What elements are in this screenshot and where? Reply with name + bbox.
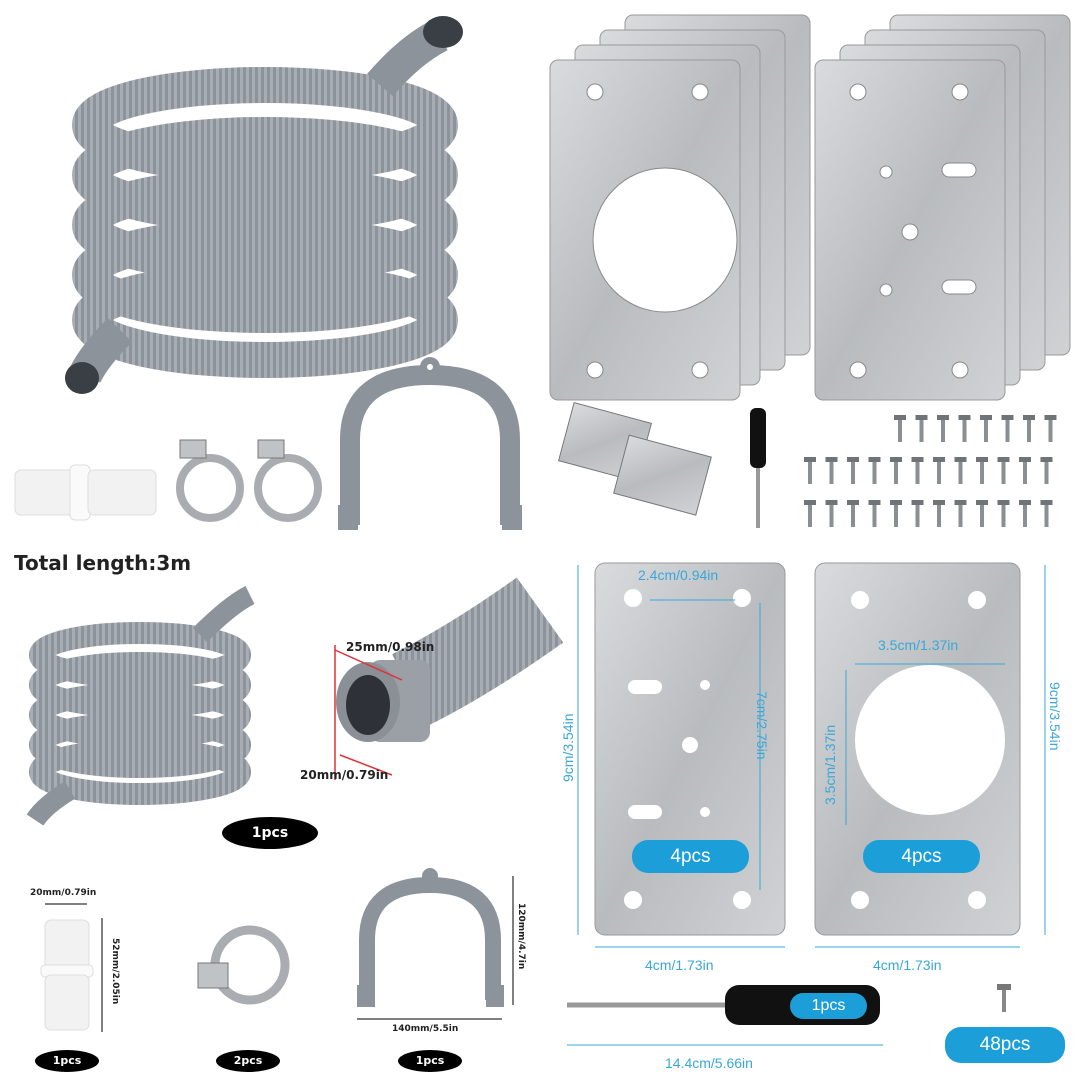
plate-slots-width: 4cm/1.73in	[645, 957, 714, 973]
plate-round-height: 9cm/3.54in	[1047, 682, 1063, 751]
screw-icon	[911, 500, 924, 527]
plate-round-hole-height: 3.5cm/1.37in	[822, 724, 838, 805]
white-connector	[14, 464, 157, 521]
hinge	[557, 402, 712, 516]
coiled-hose-large	[65, 16, 463, 394]
screw-icon	[804, 500, 816, 527]
plates-stack-round	[549, 14, 811, 401]
screw-icon	[825, 500, 838, 527]
plate-slots-quantity-badge: 4pcs	[632, 840, 749, 873]
screw-icon	[911, 457, 924, 484]
screw-single	[997, 984, 1011, 1012]
screw-icon	[1001, 415, 1014, 442]
coiled-hose-small	[26, 586, 255, 826]
screw-icon	[933, 500, 945, 527]
connector-diameter: 20mm/0.79in	[30, 888, 97, 898]
hanger-detail	[357, 868, 514, 1020]
screw-icon	[868, 500, 881, 527]
screw-icon	[980, 415, 992, 442]
screw-icon	[958, 415, 971, 442]
screw-icon	[954, 457, 967, 484]
plate-slots-hole-spacing: 2.4cm/0.94in	[638, 567, 719, 583]
screw-icon	[997, 457, 1010, 484]
connector-quantity-badge: 1pcs	[35, 1050, 99, 1072]
screws-quantity-badge: 48pcs	[945, 1027, 1065, 1063]
plate-slots-hole-span: 7cm/2.75in	[754, 691, 770, 760]
hanger-height: 120mm/4.7in	[516, 903, 526, 970]
screw-icon	[976, 457, 988, 484]
screw-icon	[997, 500, 1010, 527]
screw-icon	[915, 415, 928, 442]
screwdriver-length: 14.4cm/5.66in	[665, 1055, 753, 1071]
screw-icon	[1023, 415, 1035, 442]
screw-icon	[804, 457, 816, 484]
small-screwdriver	[750, 408, 766, 528]
hose-end-closeup	[334, 577, 564, 780]
screw-icon	[1044, 415, 1057, 442]
screw-icon	[1019, 500, 1031, 527]
screw-icon	[847, 500, 859, 527]
screws-grid	[804, 415, 1057, 527]
screw-icon	[1040, 457, 1053, 484]
clamp-quantity-badge: 2pcs	[216, 1050, 280, 1072]
plates-stack-slots	[814, 14, 1071, 401]
total-length-label: Total length:3m	[14, 551, 192, 575]
screw-icon	[1040, 500, 1053, 527]
hose-quantity-badge: 1pcs	[222, 817, 318, 849]
clamp-detail	[197, 925, 290, 1005]
connector-length: 52mm/2.05in	[110, 938, 120, 1005]
screw-icon	[825, 457, 838, 484]
screw-icon	[890, 457, 902, 484]
plate-round-quantity-badge: 4pcs	[863, 840, 980, 873]
u-hanger	[338, 357, 522, 530]
hanger-width: 140mm/5.5in	[392, 1024, 459, 1034]
plate-round-detail	[814, 562, 1021, 936]
screw-icon	[976, 500, 988, 527]
connector-detail	[40, 903, 103, 1032]
plate-round-width: 4cm/1.73in	[873, 957, 942, 973]
hose-inner-diameter: 20mm/0.79in	[300, 768, 389, 782]
screw-icon	[937, 415, 949, 442]
screw-icon	[868, 457, 881, 484]
screw-icon	[1019, 457, 1031, 484]
screw-icon	[933, 457, 945, 484]
dimension-lines	[567, 565, 1046, 1046]
screw-icon	[894, 415, 906, 442]
hose-clamps	[176, 439, 322, 522]
hanger-quantity-badge: 1pcs	[398, 1050, 462, 1072]
screw-icon	[954, 500, 967, 527]
screwdriver-quantity-badge: 1pcs	[790, 993, 867, 1019]
hose-outer-diameter: 25mm/0.98in	[346, 640, 435, 654]
plate-round-hole-width: 3.5cm/1.37in	[878, 637, 959, 653]
plate-slots-height: 9cm/3.54in	[560, 713, 576, 782]
screw-icon	[847, 457, 859, 484]
screw-icon	[890, 500, 902, 527]
